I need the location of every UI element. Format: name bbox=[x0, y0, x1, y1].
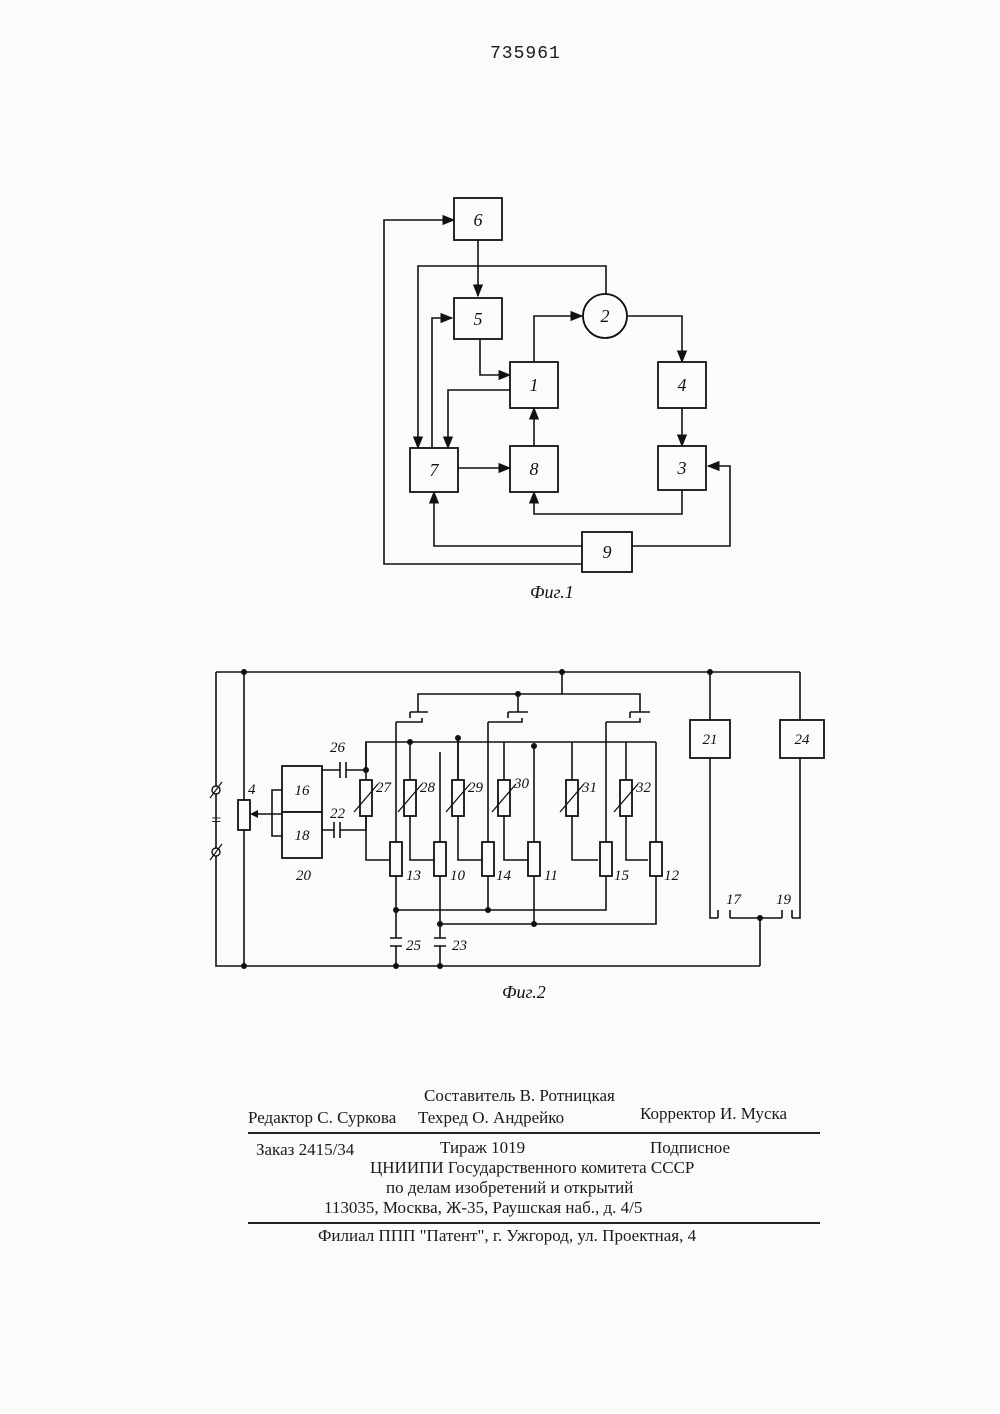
block-4-label: 4 bbox=[678, 375, 687, 395]
label-17: 17 bbox=[726, 892, 743, 908]
address-line: 113035, Москва, Ж-35, Раушская наб., д. … bbox=[324, 1198, 642, 1218]
corrector-line: Корректор И. Муска bbox=[640, 1104, 787, 1124]
potentiometer-15 bbox=[600, 842, 612, 876]
subscription-line: Подписное bbox=[650, 1138, 730, 1158]
label-13: 13 bbox=[406, 868, 421, 884]
potentiometer-11 bbox=[528, 842, 540, 876]
potentiometer-4 bbox=[238, 800, 250, 830]
techred-line: Техред О. Андрейко bbox=[418, 1108, 564, 1128]
label-19: 19 bbox=[776, 892, 792, 908]
label-11: 11 bbox=[544, 868, 558, 884]
block-3-label: 3 bbox=[677, 458, 687, 478]
label-22: 22 bbox=[330, 806, 346, 822]
label-26: 26 bbox=[330, 740, 346, 756]
potentiometer-10 bbox=[434, 842, 446, 876]
label-18: 18 bbox=[295, 828, 311, 844]
circulation-line: Тираж 1019 bbox=[440, 1138, 525, 1158]
figure-2-circuit: = 4 16 18 20 26 22 27 28 29 bbox=[210, 669, 824, 1002]
compiler-line: Составитель В. Ротницкая bbox=[424, 1086, 615, 1106]
potentiometer-12 bbox=[650, 842, 662, 876]
label-23: 23 bbox=[452, 938, 467, 954]
editor-line: Редактор С. Суркова bbox=[248, 1108, 396, 1128]
block-7-label: 7 bbox=[430, 460, 440, 480]
label-25: 25 bbox=[406, 938, 422, 954]
label-32: 32 bbox=[635, 780, 652, 796]
block-6-label: 6 bbox=[474, 210, 483, 230]
label-20: 20 bbox=[296, 868, 312, 884]
label-31: 31 bbox=[581, 780, 597, 796]
label-30: 30 bbox=[513, 776, 530, 792]
rule-bottom bbox=[248, 1222, 820, 1224]
label-27: 27 bbox=[376, 780, 393, 796]
label-15: 15 bbox=[614, 868, 630, 884]
label-29: 29 bbox=[468, 780, 484, 796]
label-10: 10 bbox=[450, 868, 466, 884]
block-2-label: 2 bbox=[601, 306, 610, 326]
potentiometer-14 bbox=[482, 842, 494, 876]
org-line-1: ЦНИИПИ Государственного комитета СССР bbox=[370, 1158, 694, 1178]
order-line: Заказ 2415/34 bbox=[256, 1140, 354, 1160]
figure-1-caption: Фиг.1 bbox=[530, 582, 574, 602]
block-8-label: 8 bbox=[530, 459, 539, 479]
label-12: 12 bbox=[664, 868, 680, 884]
block-9-label: 9 bbox=[603, 542, 612, 562]
label-4: 4 bbox=[248, 782, 256, 798]
label-14: 14 bbox=[496, 868, 512, 884]
label-28: 28 bbox=[420, 780, 436, 796]
figure-1-block-diagram: 6 5 2 1 4 7 8 3 9 Фиг.1 bbox=[384, 198, 730, 602]
dc-symbol: = bbox=[210, 810, 222, 830]
figure-2-caption: Фиг.2 bbox=[502, 982, 546, 1002]
rule-top bbox=[248, 1132, 820, 1134]
block-1-label: 1 bbox=[530, 375, 539, 395]
block-5-label: 5 bbox=[474, 309, 483, 329]
label-24: 24 bbox=[795, 732, 811, 748]
branch-line: Филиал ППП "Патент", г. Ужгород, ул. Про… bbox=[318, 1226, 696, 1246]
label-21: 21 bbox=[703, 732, 718, 748]
potentiometer-13 bbox=[390, 842, 402, 876]
label-16: 16 bbox=[295, 783, 311, 799]
org-line-2: по делам изобретений и открытий bbox=[386, 1178, 633, 1198]
